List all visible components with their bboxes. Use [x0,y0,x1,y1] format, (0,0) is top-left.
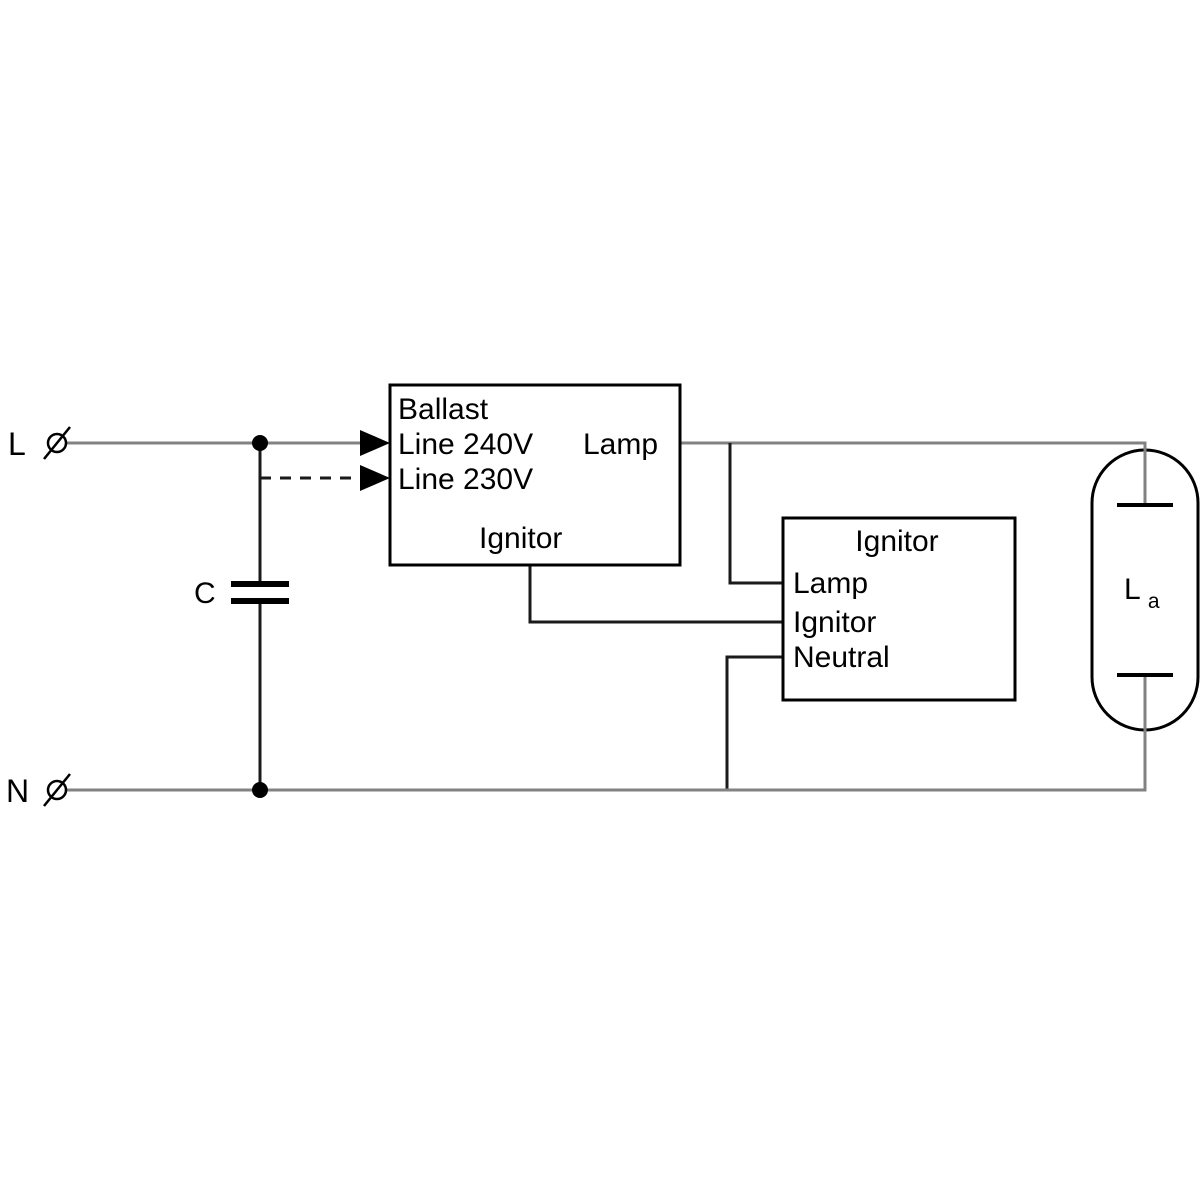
neutral-terminal-slash [43,773,71,807]
junction-dot-neutral [252,782,268,798]
ballast-to-lamp-wire [680,441,1147,505]
lamp-symbol-sub: a [1148,590,1160,613]
arrow-line-240v [360,430,390,456]
junction-dot-line [252,435,268,451]
ignitor-box [781,516,1017,702]
ignitor-title: Ignitor [855,525,938,558]
neutral-terminal-label: N [6,773,29,809]
ballast-line-230v-label: Line 230V [398,463,533,496]
neutral-terminal-symbol [43,773,71,807]
ignitor-neutral-label: Neutral [793,641,890,674]
ignitor-neutral-wire [725,655,783,790]
lamp-symbol-label: L a [1124,573,1160,613]
ballast-line-240v-label: Line 240V [398,428,533,461]
ballast-ignitor-label: Ignitor [479,522,562,555]
ignitor-ignitor-label: Ignitor [793,606,876,639]
line-terminal-slash [43,426,71,460]
line-terminal-label: L [8,426,26,462]
arrow-line-230v [360,465,390,491]
ballast-lamp-label: Lamp [583,428,658,461]
ignitor-lamp-label: Lamp [793,567,868,600]
capacitor-label: C [194,577,216,610]
ballast-title: Ballast [398,393,489,426]
neutral-n-wire [66,675,1147,792]
lamp-symbol-main: L [1124,573,1140,606]
lamp-to-ignitor-wire [728,443,783,585]
line-terminal-symbol [43,426,71,460]
ballast-box [388,383,682,567]
ballast-to-ignitor-wire [528,565,783,624]
